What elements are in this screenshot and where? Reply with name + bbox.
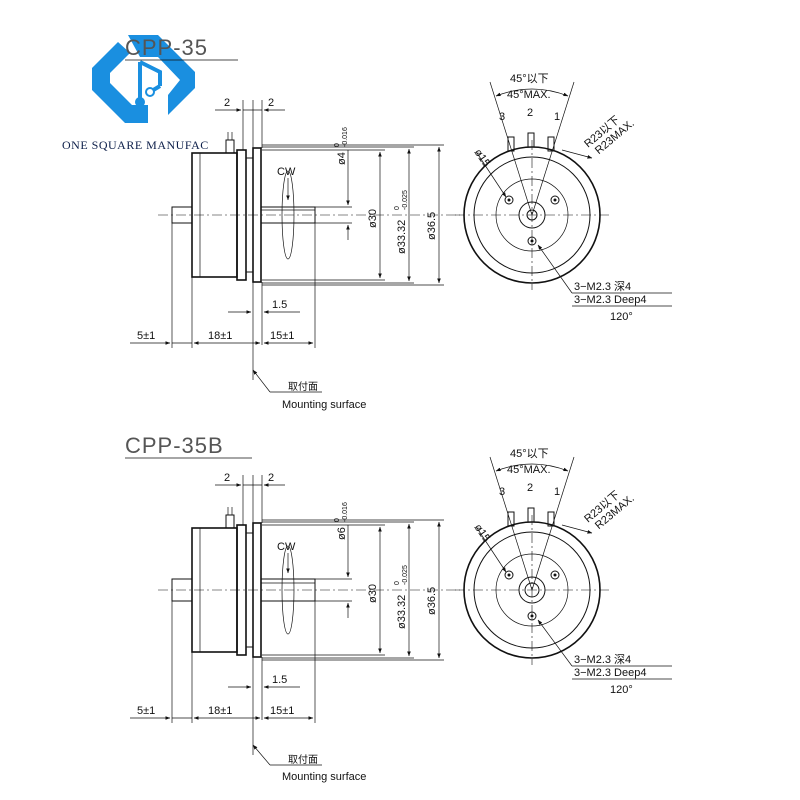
dim-15: 15±1 bbox=[270, 705, 294, 717]
mount-label-jp: 取付面 bbox=[288, 753, 318, 766]
dia-3332-tol-top: 0 bbox=[394, 206, 401, 210]
dia-3332: ø33.32 bbox=[396, 595, 408, 629]
holes-jp: 3−M2.3 深4 bbox=[574, 280, 631, 293]
dia-365: ø36.5 bbox=[426, 587, 438, 615]
terminal-icon bbox=[507, 507, 555, 527]
radius-arrow-icon bbox=[561, 149, 593, 159]
mount-hole-icon bbox=[504, 195, 560, 246]
drawing-title: CPP-35 bbox=[125, 35, 208, 60]
brand-name: ONE SQUARE MANUFAC bbox=[62, 138, 209, 152]
terminal-3: 3 bbox=[499, 111, 505, 123]
phi15-arrow-icon bbox=[476, 527, 507, 573]
leader-arrow-icon bbox=[252, 744, 271, 766]
dim-2-right: 2 bbox=[268, 472, 274, 484]
drawing-cpp-35: CPP-35 CW bbox=[125, 35, 672, 411]
angle-120: 120° bbox=[610, 684, 633, 696]
rotation-arc bbox=[281, 545, 295, 635]
dim-2-left: 2 bbox=[224, 97, 230, 109]
dia-shaft-tol-bot: -0.016 bbox=[342, 502, 349, 522]
dia-shaft-tol-bot: -0.016 bbox=[342, 127, 349, 147]
terminal-pin bbox=[225, 139, 235, 154]
front-view: 3 2 1 45°以下 45°MAX. R23以下 R23MAX. ø15 3−… bbox=[455, 448, 672, 696]
leader-arrow-icon bbox=[252, 369, 271, 393]
holes-leader-icon bbox=[537, 244, 573, 294]
mount-label-en: Mounting surface bbox=[282, 771, 366, 783]
dia-shaft: ø4 bbox=[336, 152, 348, 165]
drawing-title: CPP-35B bbox=[125, 433, 224, 458]
angle-line bbox=[489, 456, 533, 591]
dim-5: 5±1 bbox=[137, 705, 155, 717]
terminal-3: 3 bbox=[499, 486, 505, 498]
dim-18: 18±1 bbox=[208, 705, 232, 717]
dim-15: 15±1 bbox=[270, 330, 294, 342]
cw-label: CW bbox=[277, 166, 296, 178]
logo-mark-icon bbox=[92, 35, 195, 123]
angle-en: 45°MAX. bbox=[507, 89, 551, 101]
holes-en: 3−M2.3 Deep4 bbox=[574, 667, 646, 679]
cw-label: CW bbox=[277, 541, 296, 553]
dim-5: 5±1 bbox=[137, 330, 155, 342]
front-view: 3 2 1 45°以下 45°MAX. R23以下 R23MAX. ø15 bbox=[455, 73, 672, 323]
angle-line bbox=[531, 81, 575, 216]
angle-arc-icon bbox=[495, 463, 569, 472]
angle-arc-icon bbox=[495, 88, 569, 97]
dim-top-2-2: 2 2 bbox=[215, 97, 285, 150]
side-view: CW bbox=[158, 132, 460, 283]
dia-30: ø30 bbox=[367, 584, 379, 603]
dia-3332-tol-top: 0 bbox=[394, 581, 401, 585]
dim-2-right: 2 bbox=[268, 97, 274, 109]
mount-label-en: Mounting surface bbox=[282, 399, 366, 411]
dim-1-5: 1.5 bbox=[272, 674, 287, 686]
terminal-1: 1 bbox=[554, 111, 560, 123]
mount-label-jp: 取付面 bbox=[288, 380, 318, 393]
angle-line bbox=[531, 456, 575, 591]
angle-line bbox=[489, 81, 533, 216]
holes-en: 3−M2.3 Deep4 bbox=[574, 294, 646, 306]
terminal-icon bbox=[507, 132, 555, 152]
angle-en: 45°MAX. bbox=[507, 464, 551, 476]
terminal-2: 2 bbox=[527, 482, 533, 494]
dia-shaft: ø6 bbox=[336, 527, 348, 540]
phi15: ø15 bbox=[472, 147, 493, 169]
brand-logo: ONE SQUARE MANUFAC bbox=[62, 35, 209, 152]
angle-jp: 45°以下 bbox=[510, 448, 549, 460]
drawing-cpp-35b: CPP-35B CW 2 2 bbox=[125, 433, 672, 783]
angle-jp: 45°以下 bbox=[510, 73, 549, 85]
dim-top-2-2: 2 2 bbox=[215, 472, 285, 525]
phi15-arrow-icon bbox=[476, 152, 507, 198]
terminal-2: 2 bbox=[527, 107, 533, 119]
phi15: ø15 bbox=[472, 522, 493, 544]
dim-2-left: 2 bbox=[224, 472, 230, 484]
dia-3332: ø33.32 bbox=[396, 220, 408, 254]
dim-bottom: 1.5 5±1 18±1 15±1 取付面 Mounting surface bbox=[130, 601, 366, 783]
side-view: CW bbox=[158, 507, 460, 658]
terminal-pin bbox=[225, 514, 235, 529]
dia-3332-tol-bot: -0.025 bbox=[402, 190, 409, 210]
front-shaft bbox=[260, 206, 316, 224]
angle-120: 120° bbox=[610, 311, 633, 323]
holes-leader-icon bbox=[537, 619, 573, 667]
dim-bottom: 1.5 5±1 18±1 15±1 取付面 Mounting surface bbox=[130, 223, 366, 411]
rotation-arc bbox=[281, 170, 295, 260]
dia-365: ø36.5 bbox=[426, 212, 438, 240]
terminal-1: 1 bbox=[554, 486, 560, 498]
dim-18: 18±1 bbox=[208, 330, 232, 342]
dim-diameters: ø6 0 -0.016 ø30 ø33.32 0 -0.025 ø36. bbox=[262, 502, 444, 661]
front-shaft bbox=[260, 578, 316, 602]
dia-3332-tol-bot: -0.025 bbox=[402, 565, 409, 585]
holes-jp: 3−M2.3 深4 bbox=[574, 653, 631, 666]
dia-30: ø30 bbox=[367, 209, 379, 228]
dim-1-5: 1.5 bbox=[272, 299, 287, 311]
mount-hole-icon bbox=[504, 570, 560, 621]
radius-arrow-icon bbox=[561, 524, 593, 534]
dim-diameters: ø4 0 -0.016 ø30 ø33.32 0 -0.025 ø36. bbox=[262, 127, 444, 286]
